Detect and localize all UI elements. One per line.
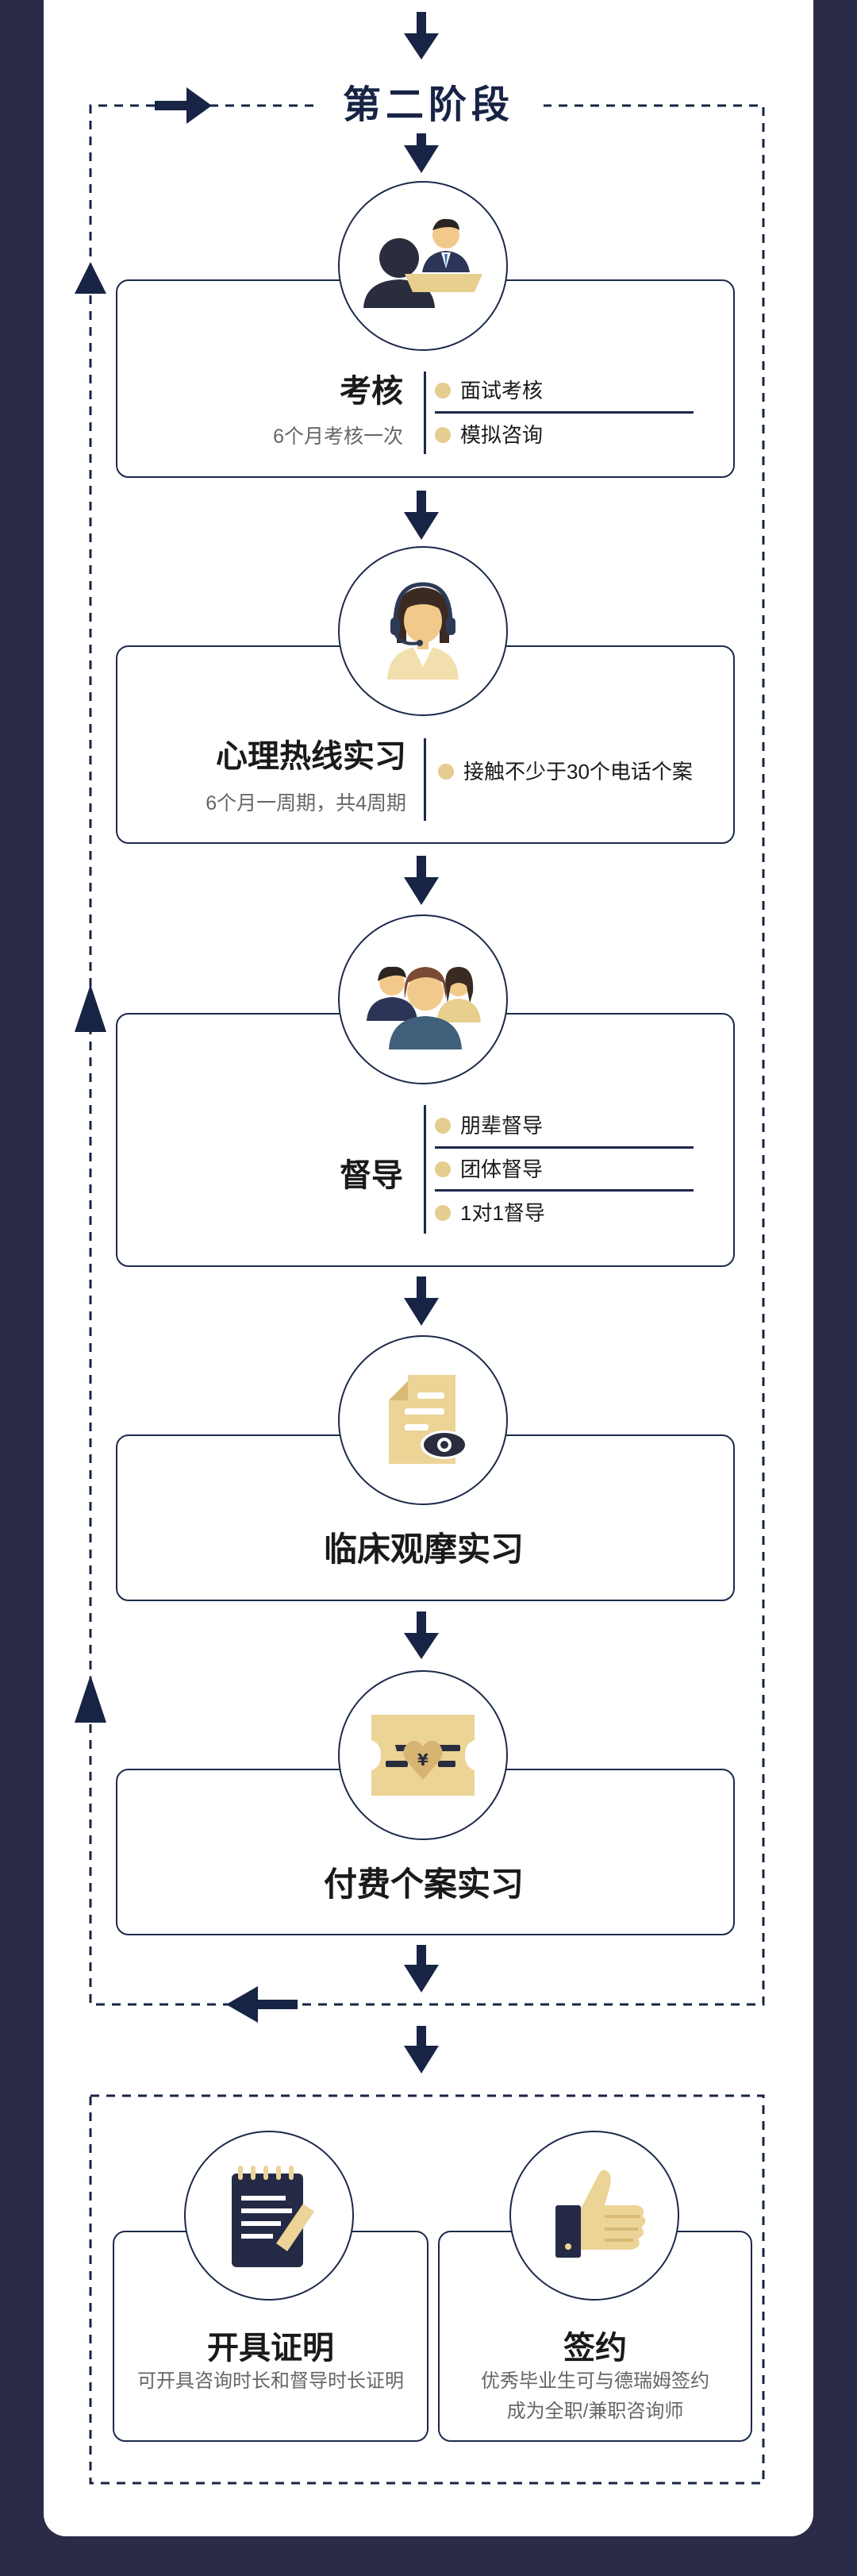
step-clinical-box [116,1434,735,1601]
divider-bar [424,372,426,454]
arrow-shaft [417,12,426,36]
step-hotline-item: 接触不少于30个电话个案 [438,756,693,787]
svg-text:¥: ¥ [417,1750,428,1769]
certificate-circle [184,2131,354,2301]
arrow-up-icon [75,1675,106,1723]
step-supervision-item: 朋辈督导 [435,1110,543,1142]
group-people-icon [367,966,481,1049]
item-separator [435,1189,694,1192]
step-clinical-circle [338,1335,508,1505]
step-supervision-circle [338,914,508,1084]
step-paid-circle: ¥ [338,1670,508,1840]
arrow-down-icon [404,1965,439,1993]
arrow-shaft [417,131,426,148]
step-supervision-item: 团体督导 [435,1153,543,1185]
arrow-down-icon [404,1633,439,1659]
step-paid-title: 付费个案实习 [323,1866,524,1903]
step-assessment-title: 考核 [340,374,403,409]
payment-ticket-icon: ¥ [371,1715,475,1796]
step-assessment-circle [338,181,508,351]
arrow-left-icon [226,1986,258,2023]
thumbs-up-icon [555,2170,646,2258]
notepad-pen-icon [232,2166,314,2267]
step-assessment-item: 面试考核 [435,375,543,406]
headset-operator-icon [387,582,459,680]
step-clinical-title: 临床观摩实习 [323,1531,524,1568]
arrow-down-icon [404,33,439,60]
arrow-down-icon [404,512,439,540]
interview-icon [363,218,482,308]
step-hotline-circle [338,546,508,716]
certificate-desc: 可开具咨询时长和督导时长证明 [137,2370,404,2392]
document-eye-icon [389,1375,468,1464]
stage-title: 第二阶段 [313,78,544,133]
arrow-up-icon [75,262,106,294]
step-hotline-title: 心理热线实习 [216,739,406,774]
divider-bar [424,1105,426,1234]
arrow-down-icon [404,145,439,173]
item-separator [435,411,694,414]
arrow-down-icon [404,1298,439,1326]
step-assessment-item: 模拟咨询 [435,419,543,451]
arrow-right-icon [186,87,212,124]
step-hotline-subtitle: 6个月一周期，共4周期 [206,792,406,814]
certificate-title: 开具证明 [207,2331,334,2366]
arrow-down-icon [404,2046,439,2074]
contract-title: 签约 [563,2331,627,2366]
contract-desc-line1: 优秀毕业生可与德瑞姆签约 [481,2370,709,2392]
contract-circle [509,2131,679,2301]
contract-desc-line2: 成为全职/兼职咨询师 [506,2401,684,2422]
step-supervision-item: 1对1督导 [435,1197,545,1229]
arrow-down-icon [404,877,439,905]
item-separator [435,1146,694,1149]
arrow-up-icon [75,984,106,1032]
final-dashed-box [89,2094,765,2485]
divider-bar [424,738,426,821]
step-assessment-subtitle: 6个月考核一次 [273,425,403,448]
step-supervision-title: 督导 [340,1158,403,1193]
